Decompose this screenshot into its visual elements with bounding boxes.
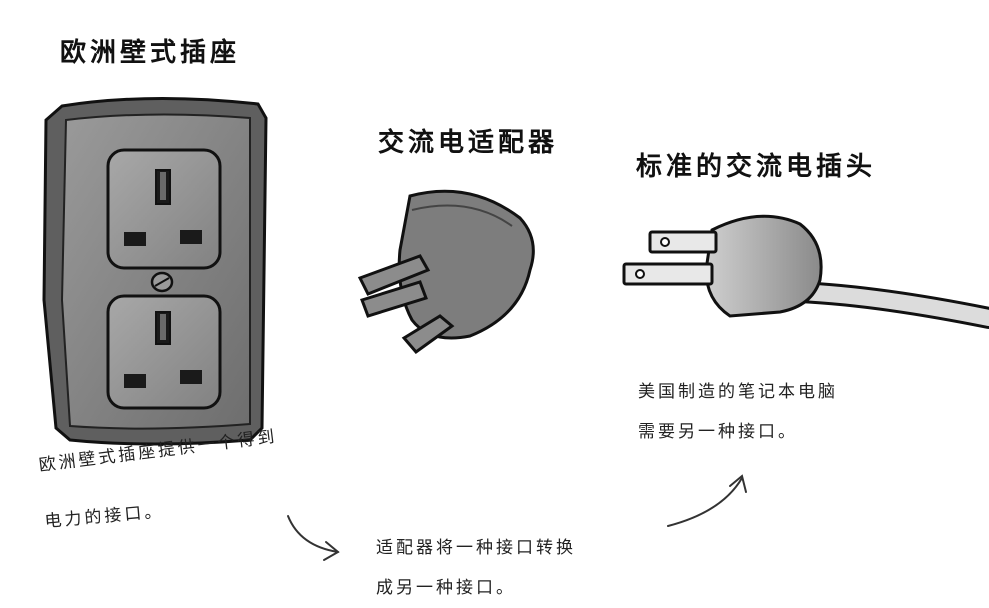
adapter-note-line-1: 适配器将一种接口转换 [376,538,576,558]
laptop-note-line-2: 需要另一种接口。 [638,422,798,442]
arrow-to-adapter-note [287,515,340,561]
laptop-note-line-1: 美国制造的笔记本电脑 [638,382,838,402]
adapter-note-line-2: 成另一种接口。 [376,578,516,598]
standard-plug-icon [622,214,989,329]
wall-socket-icon [42,96,268,446]
adapter-title: 交流电适配器 [378,128,559,158]
wall-socket-title: 欧洲壁式插座 [60,38,241,68]
plug-title: 标准的交流电插头 [636,152,877,182]
arrow-to-laptop-note [667,474,747,527]
ac-adapter-icon [357,189,535,355]
